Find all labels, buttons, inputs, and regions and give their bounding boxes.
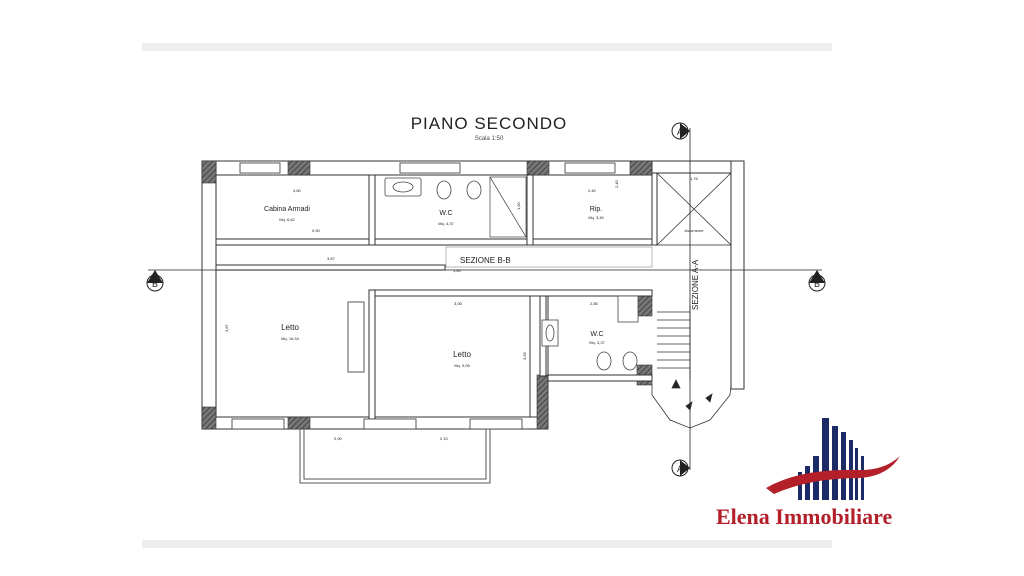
dim-label: 3,87 (224, 323, 229, 332)
room-name-wc2: W.C (590, 331, 603, 338)
room-name-ascensore: Ascensore (685, 228, 705, 233)
room-area-wc2: Mq. 3,37 (589, 340, 605, 345)
dim-label: 1,76 (690, 176, 699, 181)
section-marker-b-right: B (808, 270, 826, 292)
plan-scale: Scala 1:50 (474, 136, 504, 142)
logo-swoosh (766, 456, 900, 494)
section-marker-a-bottom: A (671, 459, 690, 477)
dim-label: 2,10 (440, 436, 449, 441)
wardrobe (347, 301, 365, 373)
section-aa-text: SEZIONE A-A (691, 259, 700, 310)
plan-title: PIANO SECONDO (410, 114, 568, 133)
dim-label: 2,40 (588, 188, 597, 193)
section-b-label-right: B (814, 279, 820, 289)
room-area-cabina: Mq. 6,62 (279, 217, 295, 222)
bottom-border-strip (142, 540, 832, 548)
shower (489, 176, 527, 238)
room-name-letto2: Letto (453, 350, 471, 359)
section-lines (148, 128, 822, 470)
dim-label: 2,40 (614, 179, 619, 188)
top-border-strip (142, 43, 832, 51)
room-area-wc1: Mq. 4,37 (438, 221, 454, 226)
dim-label: 2,85 (590, 301, 599, 306)
section-marker-a-top: A (671, 122, 690, 140)
room-area-letto2: Mq. 9,05 (454, 363, 470, 368)
dim-label: 1,40 (453, 268, 462, 273)
dim-label: 3,06 (454, 301, 463, 306)
room-name-wc1: W.C (439, 210, 452, 217)
dim-label: 3,80 (293, 188, 302, 193)
room-name-cabina: Cabina Armadi (264, 206, 310, 213)
room-name-letto1: Letto (281, 323, 299, 332)
bathroom-fixtures (384, 177, 639, 371)
windows (231, 162, 616, 430)
room-area-letto1: Mq. 16,34 (281, 336, 300, 341)
section-marker-b-left: B (146, 270, 164, 292)
dimension-labels: 3,80 2,40 1,76 3,87 3,06 2,85 1,40 3,87 … (224, 176, 699, 441)
logo-building-bars (798, 418, 864, 500)
section-bb-text: SEZIONE B-B (460, 256, 511, 265)
dim-label: 3,66 (522, 351, 527, 360)
room-name-rip: Rip. (590, 206, 603, 213)
section-a-label-top: A (677, 127, 683, 137)
dim-label: 1,60 (516, 201, 521, 210)
brand-logo (766, 418, 900, 500)
dim-label: 3,87 (327, 256, 336, 261)
dim-label: 0,90 (334, 436, 343, 441)
section-b-label-left: B (152, 279, 158, 289)
room-area-rip: Mq. 3,40 (588, 215, 604, 220)
brand-name: Elena Immobiliare (716, 504, 893, 529)
dim-label: 0,90 (312, 228, 321, 233)
section-a-label-bottom: A (677, 464, 683, 474)
balcony (299, 429, 491, 484)
